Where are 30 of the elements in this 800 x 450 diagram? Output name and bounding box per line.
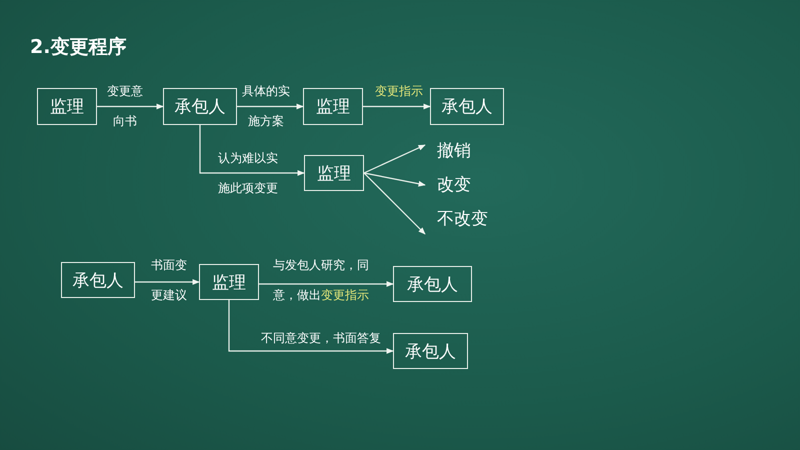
edge-label: 与发包人研究，同意，做出变更指示 xyxy=(272,257,370,304)
slide-title: 2.变更程序 xyxy=(30,35,126,60)
arrow xyxy=(364,172,426,234)
edge-label: 不同意变更，书面答复 xyxy=(260,330,382,346)
process-box: 监理 xyxy=(304,155,364,191)
outcome-text: 不改变 xyxy=(437,206,497,230)
process-box: 承包人 xyxy=(61,262,135,298)
edge-label: 书面变更建议 xyxy=(150,257,188,304)
edge-label: 变更意向书 xyxy=(106,83,144,130)
process-box: 承包人 xyxy=(163,88,237,125)
arrow xyxy=(259,281,394,287)
process-box: 监理 xyxy=(37,88,97,125)
arrow xyxy=(228,300,394,354)
arrow xyxy=(363,104,431,110)
outcome-text: 撤销 xyxy=(437,138,481,162)
arrow xyxy=(135,279,200,285)
edge-label: 变更指示 xyxy=(374,83,424,100)
process-box: 监理 xyxy=(199,264,259,300)
arrow xyxy=(364,144,426,174)
arrow xyxy=(199,125,305,176)
process-box: 承包人 xyxy=(393,266,472,302)
process-box: 监理 xyxy=(303,88,363,125)
arrow xyxy=(97,104,164,110)
edge-label: 具体的实施方案 xyxy=(241,83,291,130)
arrow xyxy=(237,104,304,110)
process-box: 承包人 xyxy=(393,333,468,369)
edge-label: 认为难以实施此项变更 xyxy=(217,150,279,197)
outcome-text: 改变 xyxy=(437,172,481,196)
arrow xyxy=(364,172,426,187)
process-box: 承包人 xyxy=(430,88,504,125)
